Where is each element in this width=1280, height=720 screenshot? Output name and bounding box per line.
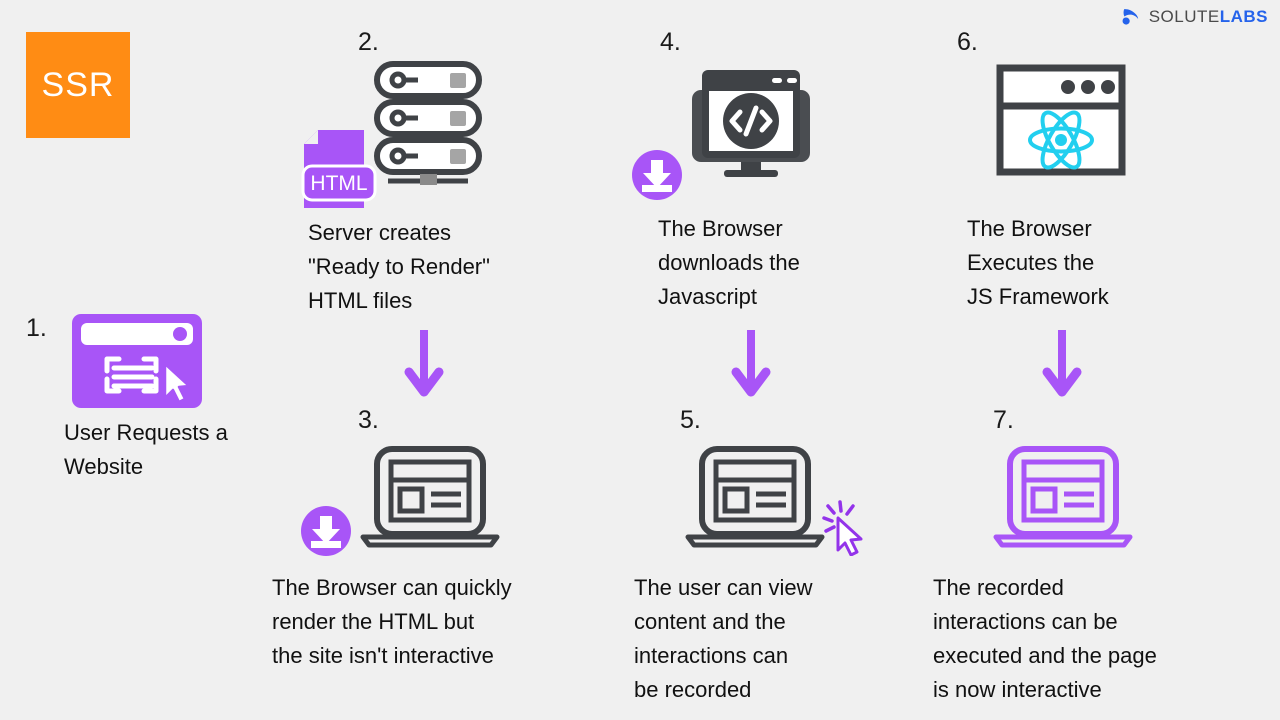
step-number-7: 7. (993, 406, 1014, 434)
html-file-icon: HTML (301, 130, 377, 208)
brand-name-primary: SOLUTE (1148, 7, 1220, 26)
step-number-2: 2. (358, 28, 379, 56)
step-number-4: 4. (660, 28, 681, 56)
step-number-1: 1. (26, 314, 47, 342)
laptop-wireframe-dark-icon (685, 446, 825, 548)
solutelabs-logo-icon (1122, 9, 1138, 25)
step-caption-5: The user can view content and the intera… (634, 575, 813, 702)
server-rack-icon (374, 61, 482, 185)
brand-name-accent: LABS (1219, 7, 1268, 26)
laptop-wireframe-dark-icon (360, 446, 500, 548)
arrow-step6-to-step7 (1042, 330, 1082, 397)
browser-window-filled-purple-icon (72, 314, 202, 408)
step-number-6: 6. (957, 28, 978, 56)
svg-text:HTML: HTML (310, 172, 367, 195)
monitor-code-icon (692, 70, 810, 177)
arrow-step2-to-step3 (404, 330, 444, 397)
step-caption-2: Server creates "Ready to Render" HTML fi… (308, 220, 490, 313)
download-badge-icon (301, 506, 351, 556)
ssr-badge-label: SSR (41, 65, 115, 104)
browser-react-logo-icon (996, 64, 1126, 176)
download-badge-icon (632, 150, 682, 200)
step-number-5: 5. (680, 406, 701, 434)
step-caption-7: The recorded interactions can be execute… (933, 575, 1157, 702)
ssr-badge: SSR (26, 32, 130, 138)
step-caption-4: The Browser downloads the Javascript (658, 216, 800, 309)
step-number-3: 3. (358, 406, 379, 434)
step-caption-1: User Requests a Website (64, 420, 228, 479)
arrow-step4-to-step5 (731, 330, 771, 397)
laptop-wireframe-purple-icon (993, 446, 1133, 548)
step-caption-3: The Browser can quickly render the HTML … (272, 575, 512, 668)
click-cursor-icon (822, 500, 863, 556)
step-caption-6: The Browser Executes the JS Framework (967, 216, 1109, 309)
